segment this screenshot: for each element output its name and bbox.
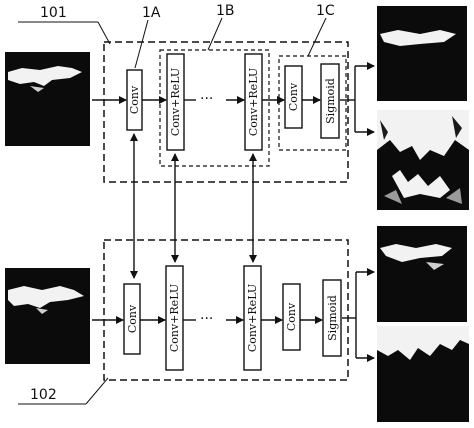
svg-text:Conv: Conv	[126, 304, 139, 333]
top-ellipsis: ···	[200, 91, 213, 107]
label-102: 102	[30, 387, 57, 403]
network-top-outline	[103, 41, 349, 183]
top-output-mask-image	[377, 6, 467, 101]
bottom-ellipsis: ···	[200, 311, 213, 327]
svg-text:Conv+ReLU: Conv+ReLU	[168, 284, 181, 352]
bottom-conv-block: Conv	[123, 283, 141, 355]
label-1b: 1B	[216, 3, 235, 19]
label-102-leader-diag	[85, 377, 109, 405]
svg-text:Sigmoid: Sigmoid	[326, 295, 339, 341]
bottom-conv-relu-block-2: Conv+ReLU	[243, 265, 262, 371]
svg-text:Conv+ReLU: Conv+ReLU	[169, 68, 182, 136]
svg-text:Conv: Conv	[128, 85, 141, 114]
network-bottom-outline	[103, 239, 349, 381]
svg-text:Conv+ReLU: Conv+ReLU	[247, 68, 260, 136]
bottom-sigmoid-block: Sigmoid	[322, 279, 342, 357]
bottom-output-mask-image	[377, 226, 467, 322]
svg-text:Sigmoid: Sigmoid	[324, 78, 337, 124]
group-b-outline	[159, 49, 270, 167]
bottom-conv-relu-block-1: Conv+ReLU	[165, 265, 184, 371]
label-1a-leader	[134, 19, 149, 69]
bottom-input-image	[5, 268, 90, 364]
svg-text:Conv+ReLU: Conv+ReLU	[246, 284, 259, 352]
label-1b-leader	[207, 17, 223, 51]
svg-text:Conv: Conv	[287, 82, 300, 111]
bottom-output-inverse-image	[377, 326, 469, 422]
label-101: 101	[40, 5, 67, 21]
bottom-conv-last-block: Conv	[282, 283, 301, 351]
top-input-image	[5, 52, 90, 146]
label-1a: 1A	[142, 5, 161, 21]
top-conv-last-block: Conv	[284, 65, 303, 129]
label-1c: 1C	[316, 3, 335, 19]
top-output-scene-image	[377, 110, 469, 210]
label-101-leader-diag	[97, 21, 111, 45]
label-1c-leader	[307, 17, 327, 57]
top-sigmoid-block: Sigmoid	[320, 63, 340, 139]
top-conv-relu-block-1: Conv+ReLU	[166, 53, 185, 151]
svg-text:Conv: Conv	[285, 302, 298, 331]
top-conv-block: Conv	[126, 69, 143, 131]
top-conv-relu-block-2: Conv+ReLU	[244, 53, 263, 151]
